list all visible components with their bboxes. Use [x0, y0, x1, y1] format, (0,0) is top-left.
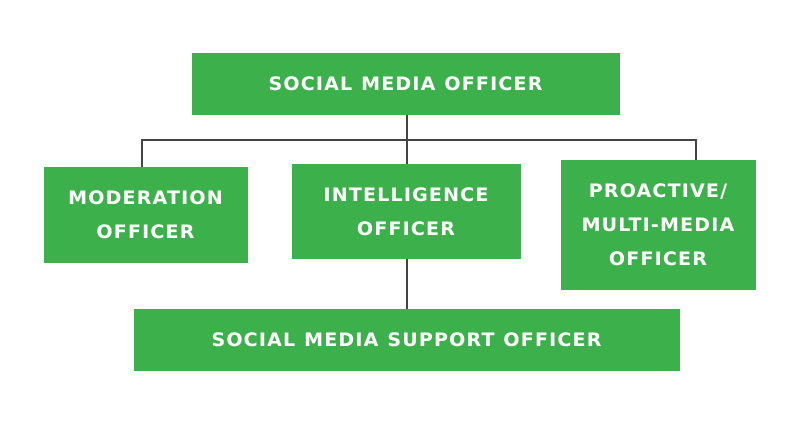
- connector-moderation: [141, 139, 143, 167]
- connector-support: [406, 259, 408, 310]
- node-social-media-officer: SOCIAL MEDIA OFFICER: [192, 53, 620, 115]
- node-label: INTELLIGENCE OFFICER: [323, 183, 490, 240]
- node-label: SOCIAL MEDIA SUPPORT OFFICER: [211, 329, 603, 351]
- connector-horizontal: [141, 139, 697, 141]
- node-social-media-support-officer: SOCIAL MEDIA SUPPORT OFFICER: [134, 309, 680, 371]
- node-intelligence-officer: INTELLIGENCE OFFICER: [292, 164, 521, 259]
- node-moderation-officer: MODERATION OFFICER: [44, 167, 248, 263]
- node-label: SOCIAL MEDIA OFFICER: [268, 73, 544, 95]
- connector-proactive: [695, 139, 697, 161]
- node-label: PROACTIVE/ MULTI-MEDIA OFFICER: [581, 180, 736, 270]
- node-label: MODERATION OFFICER: [68, 187, 224, 243]
- node-proactive-multimedia-officer: PROACTIVE/ MULTI-MEDIA OFFICER: [561, 160, 756, 290]
